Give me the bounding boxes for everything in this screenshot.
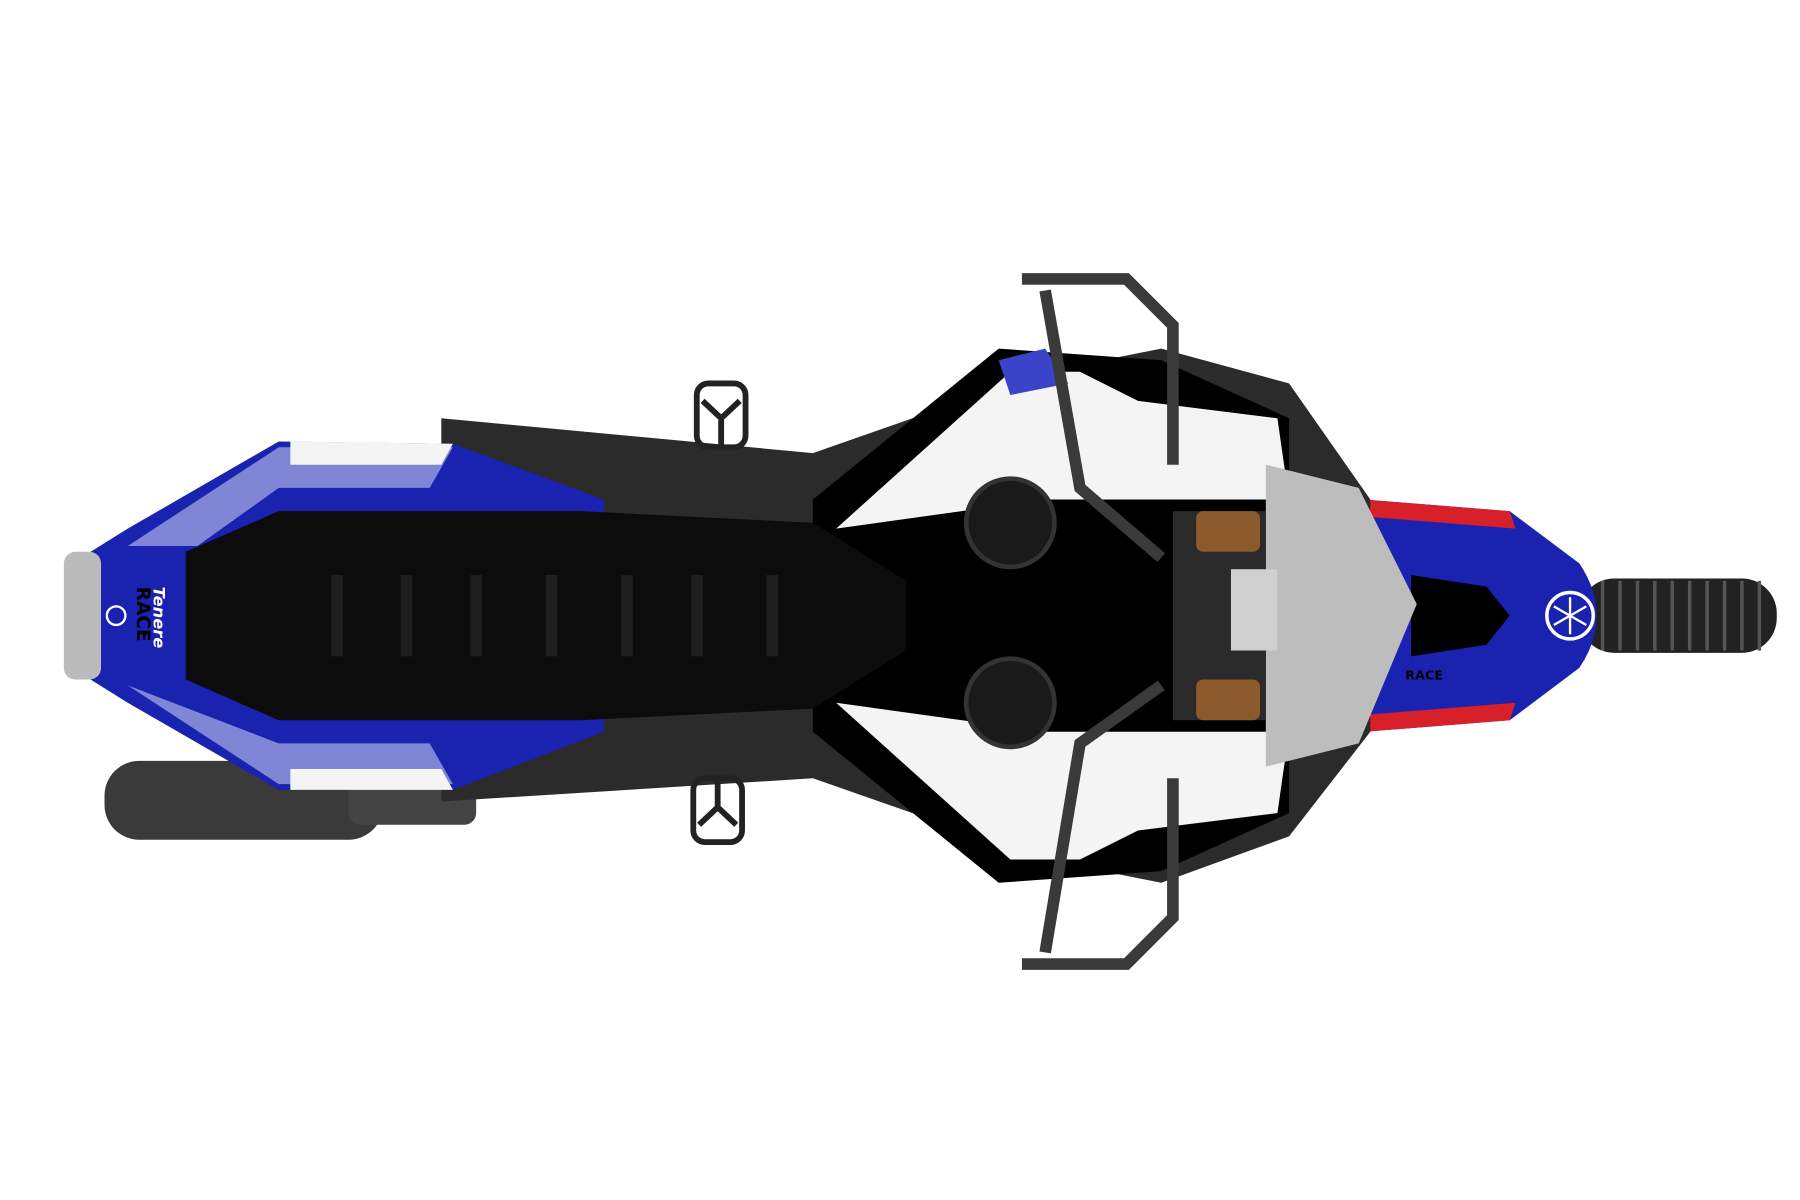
fuel-cap-bottom: [963, 656, 1057, 750]
mirrors: [690, 380, 749, 846]
handguards: [1021, 273, 1179, 970]
fender-logo: RACE: [1405, 669, 1443, 684]
seat-ribs: [330, 575, 779, 657]
tail-logo: RACE Tenere: [132, 587, 168, 649]
svg-text:RACE: RACE: [132, 587, 153, 642]
yamaha-tail-emblem: [105, 605, 127, 627]
svg-text:Tenere: Tenere: [149, 587, 168, 649]
front-fender: RACE: [1364, 499, 1597, 732]
fuel-cap-top: [963, 476, 1057, 570]
front-wheel: [1579, 578, 1777, 653]
cockpit: [1172, 464, 1417, 767]
yamaha-emblem: [1545, 590, 1596, 641]
